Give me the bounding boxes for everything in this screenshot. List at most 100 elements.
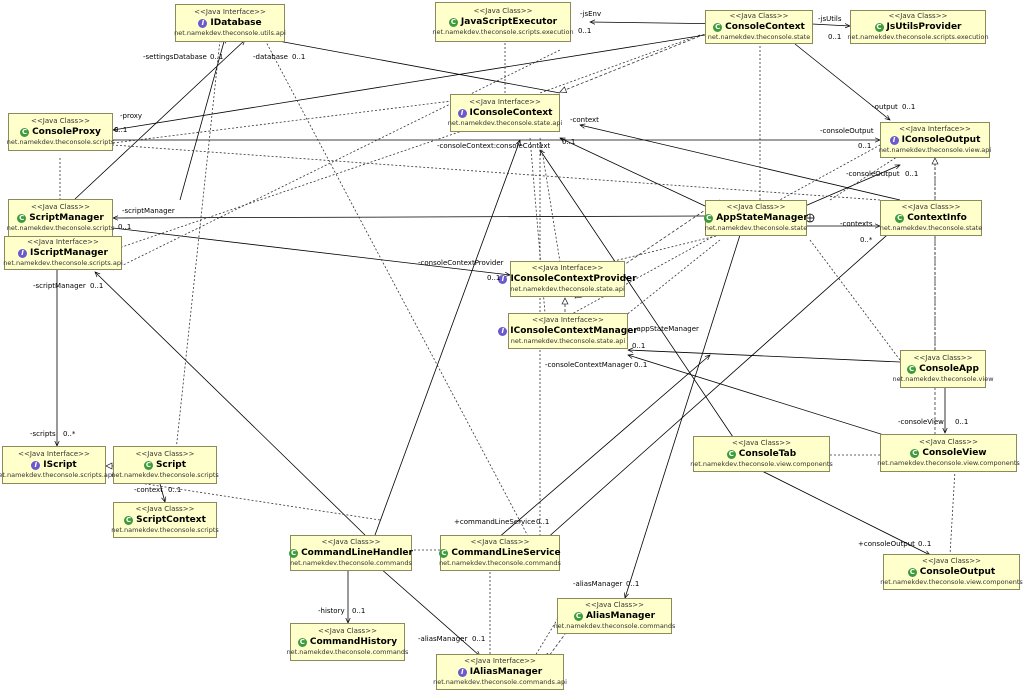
edge-label: -scriptManager	[33, 282, 86, 290]
package-name: net.namekdev.theconsole.view.components	[690, 460, 833, 468]
edge-label: -output	[872, 103, 898, 111]
edge-multiplicity: 0..1	[352, 607, 366, 615]
stereotype: <<Java Class>>	[318, 627, 377, 635]
assoc-line	[179, 38, 225, 201]
package-name: net.namekdev.theconsole.scripts.executio…	[847, 33, 989, 41]
class-name: ConsoleTab	[738, 449, 797, 459]
assoc-line	[113, 34, 706, 130]
assoc-line	[262, 38, 561, 94]
edge-label: -consoleView	[898, 418, 944, 426]
stereotype: <<Java Class>>	[31, 117, 90, 125]
stereotype: <<Java Interface>>	[464, 657, 536, 665]
edge-multiplicity: 0..1	[292, 53, 306, 61]
assoc-line	[74, 40, 245, 200]
interface-icon: I	[198, 18, 208, 28]
package-name: net.namekdev.theconsole.commands.api	[433, 678, 567, 686]
interface-icon: I	[498, 326, 508, 336]
edge-label: +consoleOutput	[858, 540, 915, 548]
assoc-line	[628, 355, 901, 441]
class-name: ConsoleContext	[725, 22, 805, 32]
edge-label: -jsEnv	[580, 10, 602, 18]
edge-label: -appStateManager	[634, 325, 699, 333]
assoc-line	[628, 350, 901, 363]
class-icon: C	[910, 448, 920, 458]
package-name: net.namekdev.theconsole.commands	[553, 622, 676, 630]
edge-label: -consoleOutput	[820, 127, 874, 135]
dependency-line	[609, 234, 721, 263]
interface-icon: I	[18, 248, 28, 258]
dependency-line	[949, 469, 956, 556]
package-name: net.namekdev.theconsole.state.api	[447, 119, 563, 127]
stereotype: <<Java Class>>	[585, 601, 644, 609]
stereotype: <<Java Class>>	[135, 450, 195, 458]
package-name: net.namekdev.theconsole.state	[704, 224, 808, 232]
class-name: ConsoleOutput	[919, 567, 996, 577]
package-name: net.namekdev.theconsole.state.api	[510, 285, 625, 293]
class-icon: C	[289, 548, 299, 558]
edge-multiplicity: 0..1	[168, 486, 182, 494]
class-name: JsUtilsProvider	[886, 22, 962, 32]
stereotype: <<Java Interface>>	[531, 264, 604, 272]
edge-multiplicity: 0..1	[626, 580, 640, 588]
assoc-line	[759, 469, 930, 555]
edge-label: -scripts	[30, 430, 56, 438]
edge-label: -aliasManager	[573, 580, 623, 588]
edge-multiplicity: 0..1	[487, 274, 501, 282]
class-name: CommandLineService	[451, 548, 561, 558]
class-name: CommandHistory	[309, 637, 398, 647]
class-name: ConsoleApp	[919, 364, 979, 374]
dependency-line	[829, 154, 901, 201]
interface-icon: I	[457, 667, 467, 677]
package-name: net.namekdev.theconsole.scripts	[111, 526, 219, 534]
class-name: ScriptContext	[136, 515, 206, 525]
assoc-line	[379, 567, 480, 656]
edge-label: -database	[253, 53, 288, 61]
stereotype: <<Java Class>>	[922, 557, 981, 565]
stereotype: <<Java Class>>	[473, 7, 533, 15]
stereotype: <<Java Interface>>	[899, 125, 971, 133]
dependency-line	[539, 34, 701, 94]
assoc-line	[113, 216, 706, 218]
stereotype: <<Java Class>>	[919, 438, 978, 446]
package-name: net.namekdev.theconsole.commands	[439, 559, 561, 567]
package-name: net.namekdev.theconsole.commands	[286, 648, 409, 656]
stereotype: <<Java Interface>>	[469, 98, 541, 106]
stereotype: <<Java Class>>	[888, 12, 948, 20]
package-name: net.namekdev.theconsole.view.components	[877, 459, 1020, 467]
package-name: net.namekdev.theconsole.scripts.api	[0, 471, 114, 479]
edge-label: -context	[134, 486, 163, 494]
interface-icon: I	[457, 108, 467, 118]
assoc-line	[159, 483, 165, 502]
edge-multiplicity: 0..1	[114, 126, 128, 134]
assoc-line	[540, 150, 736, 441]
assoc-line	[95, 272, 366, 536]
interface-icon: I	[31, 460, 41, 470]
class-name: AliasManager	[585, 611, 656, 621]
class-icon: C	[704, 213, 714, 223]
